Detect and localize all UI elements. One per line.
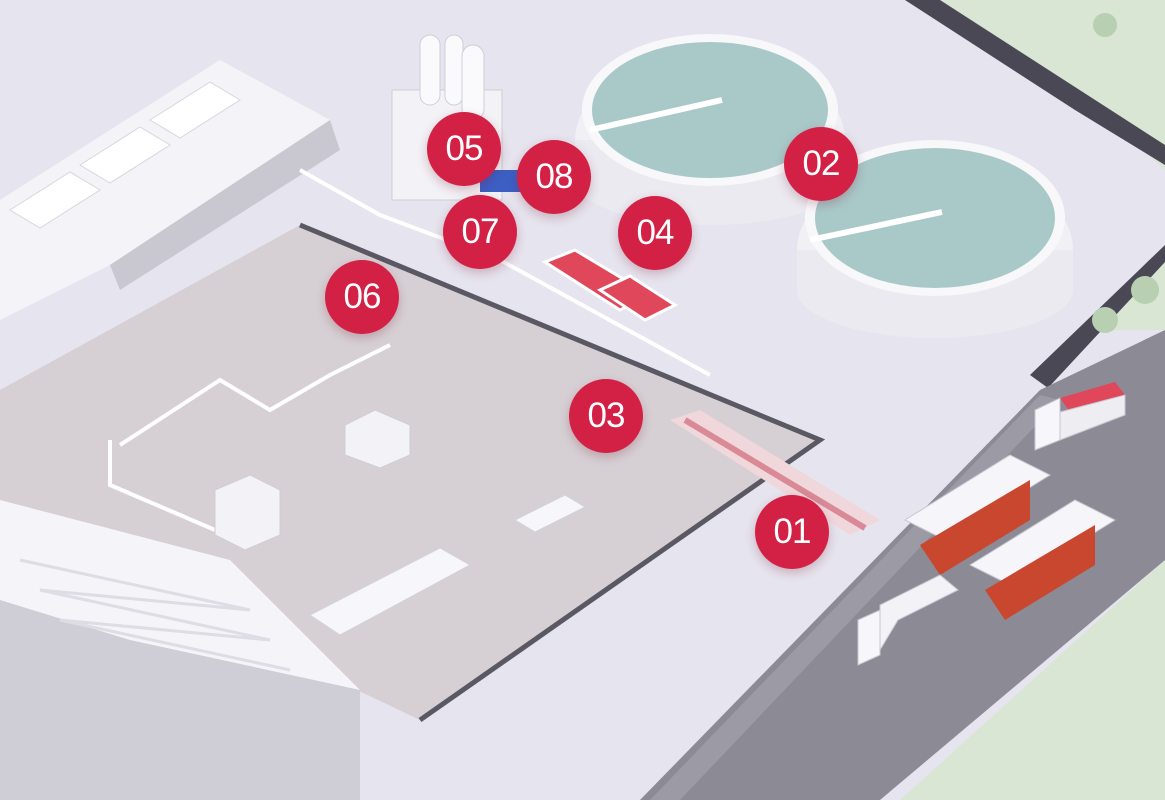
equipment-box-1 [344,409,411,469]
drying-bed-2 [968,499,1117,586]
truck-2-cab [857,609,881,666]
hotspot-07[interactable]: 07 [443,195,517,269]
clarifier-1-water [592,42,828,178]
hotspot-07-label: 07 [461,212,500,251]
hotspot-06-label: 06 [343,277,382,316]
pipe-3 [299,168,711,377]
blue-pumps [480,170,520,192]
hotspot-03-label: 03 [587,396,626,435]
hotspot-05[interactable]: 05 [427,112,501,186]
tower-tank-1 [419,34,441,106]
truck-2-body [879,574,959,652]
clarifier-1-bridge [589,97,723,133]
pipe-2 [108,440,216,532]
truck-1-body [1059,394,1126,441]
hotspot-08-label: 08 [535,157,574,196]
skylight-3 [149,81,241,139]
skylight-2 [79,126,171,184]
sludge-container-2 [596,274,679,322]
warehouse-roof-ribs [19,558,291,672]
hotspot-08[interactable]: 08 [517,140,591,214]
perimeter-wall-top [905,0,1165,165]
grass-top-right [930,0,1165,170]
warehouse-roof-edge [110,120,340,290]
skylight-1 [9,171,101,229]
warehouse-roof [0,60,330,320]
hotspot-01[interactable]: 01 [755,495,829,569]
grass-bottom-right [900,560,1165,800]
hotspot-04[interactable]: 04 [618,196,692,270]
hotspot-03[interactable]: 03 [569,379,643,453]
hotspot-02[interactable]: 02 [784,127,858,201]
yard-wall [299,222,826,723]
equipment-box-2 [214,474,281,551]
clarifier-2-bridge [809,209,943,243]
pallet-stack [309,547,472,636]
tree-3 [1092,307,1118,333]
hotspot-05-label: 05 [445,129,484,168]
drying-bed-1-side [920,480,1030,575]
drying-bed-2-side [985,525,1095,620]
hotspot-06[interactable]: 06 [325,260,399,334]
hotspot-01-label: 01 [773,512,812,551]
hotspot-04-label: 04 [636,213,675,252]
pipe-1 [118,343,391,447]
clarifier-2-water [815,148,1055,288]
drying-bed-1 [903,454,1052,541]
tree-1 [1093,13,1117,37]
tower-tank-2 [444,34,464,106]
tower-tank-3 [461,44,485,121]
tree-2 [1131,276,1159,304]
pallet-small [513,494,587,533]
hotspot-02-label: 02 [802,144,841,183]
conveyor-belt [683,417,867,531]
truck-1-load [1060,382,1125,412]
